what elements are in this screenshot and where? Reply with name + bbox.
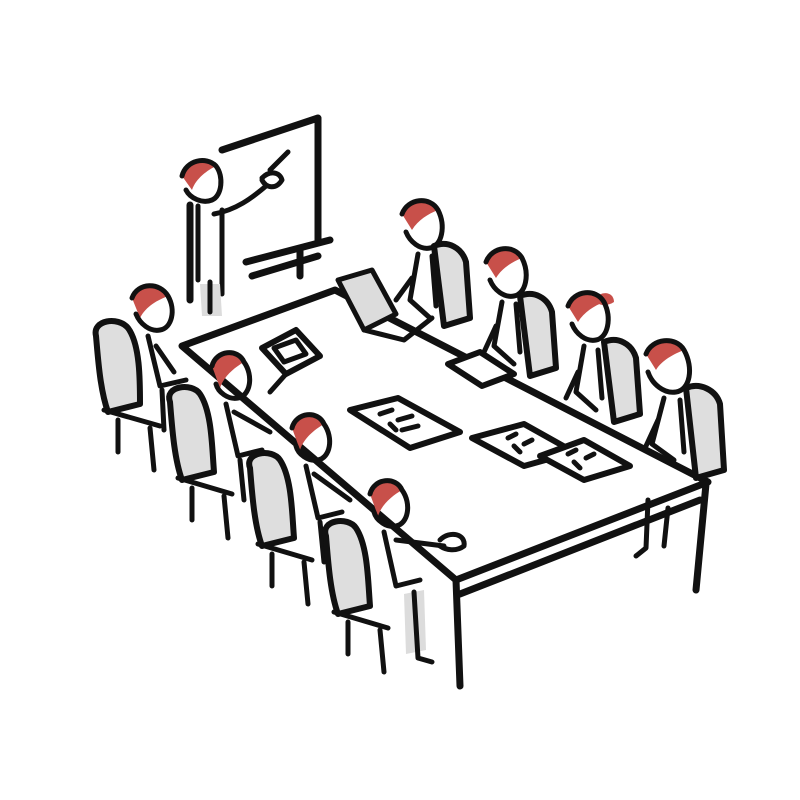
chair	[431, 241, 473, 329]
person	[367, 478, 467, 665]
presenter	[179, 149, 291, 316]
chair	[322, 518, 391, 675]
chair	[517, 291, 559, 379]
person	[129, 283, 189, 433]
document-icon	[347, 395, 463, 451]
person	[633, 338, 693, 559]
person	[209, 350, 273, 503]
chair	[601, 337, 643, 425]
laptop-icon	[335, 267, 435, 343]
person	[481, 246, 529, 367]
document-icon	[537, 437, 633, 483]
chair	[683, 383, 727, 481]
laptop-icon	[259, 327, 323, 395]
person	[393, 198, 445, 321]
tablet-icon	[445, 349, 517, 389]
chair	[92, 318, 163, 473]
chair	[166, 384, 235, 541]
person	[563, 290, 614, 413]
chair	[246, 450, 315, 607]
whiteboard-icon	[186, 114, 334, 304]
person	[289, 412, 353, 565]
